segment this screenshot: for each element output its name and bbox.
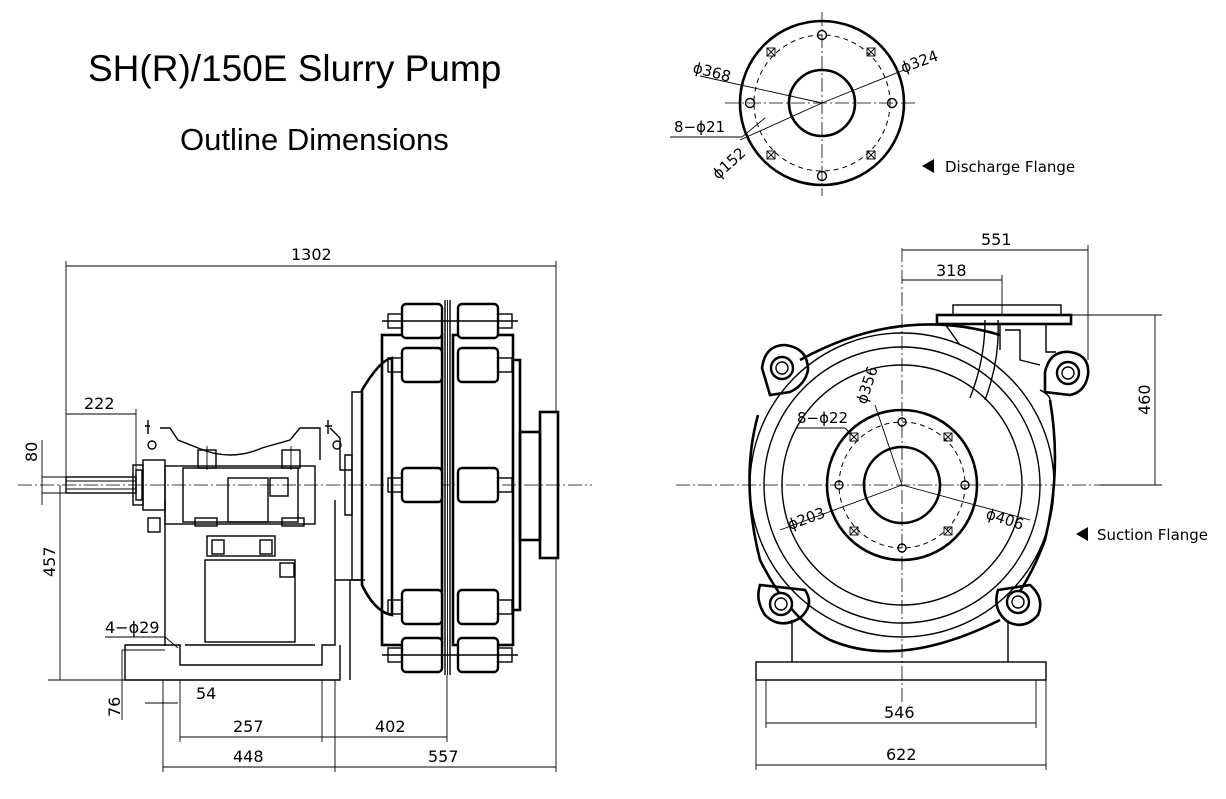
dim-4-29: 4−ϕ29 (105, 618, 160, 637)
front-dimension-lines (755, 245, 1162, 770)
dim-318: 318 (936, 261, 967, 280)
suction-pcd-label: ϕ356 (853, 364, 882, 406)
dim-557: 557 (428, 747, 459, 766)
discharge-flange-label: Discharge Flange (945, 158, 1075, 176)
front-dimension-texts: 551 318 460 ϕ356 8−ϕ22 ϕ203 ϕ406 546 622 (785, 230, 1154, 764)
dim-546: 546 (884, 703, 915, 722)
page-subtitle: Outline Dimensions (180, 122, 449, 157)
front-view: 551 318 460 ϕ356 8−ϕ22 ϕ203 ϕ406 546 622… (676, 230, 1208, 770)
dim-402: 402 (375, 717, 406, 736)
side-dimension-texts: 1302 222 80 457 4−ϕ29 76 54 257 402 448 … (22, 245, 459, 766)
dim-54: 54 (196, 684, 216, 703)
dim-460: 460 (1135, 384, 1154, 415)
dim-551: 551 (981, 230, 1012, 249)
front-base (755, 620, 1047, 681)
dim-622: 622 (886, 745, 917, 764)
discharge-od-label: ϕ368 (691, 58, 733, 85)
suction-arrow-icon (1076, 527, 1088, 541)
front-leaders (779, 404, 1031, 531)
suction-flange-label: Suction Flange (1097, 526, 1208, 544)
suction-bolt-holes (834, 417, 970, 553)
front-discharge-nozzle (935, 304, 1073, 366)
discharge-flange-view: ϕ368 ϕ324 8−ϕ21 ϕ152 Discharge Flange (670, 12, 1075, 196)
suction-bolts-label: 8−ϕ22 (797, 409, 848, 427)
side-dimension-lines (41, 261, 557, 772)
bearing-assembly (132, 420, 352, 557)
dim-222: 222 (84, 394, 115, 413)
dim-76: 76 (105, 697, 124, 717)
dim-448: 448 (233, 747, 264, 766)
pedestal-frame (124, 500, 365, 681)
discharge-bolt-holes (744, 29, 898, 182)
page-title: SH(R)/150E Slurry Pump (88, 48, 502, 89)
casing-bolts (382, 302, 518, 674)
discharge-bore-label: ϕ152 (709, 144, 750, 183)
pump-casing (344, 300, 560, 675)
suction-bore-label: ϕ203 (785, 504, 827, 534)
dim-80: 80 (22, 442, 41, 462)
lifting-lugs (757, 343, 1090, 627)
discharge-bolts-label: 8−ϕ21 (674, 118, 725, 136)
discharge-pcd-label: ϕ324 (898, 47, 940, 77)
side-view: 1302 222 80 457 4−ϕ29 76 54 257 402 448 … (18, 245, 592, 772)
discharge-arrow-icon (922, 159, 934, 173)
dim-457: 457 (40, 546, 59, 577)
discharge-flange-dimensions: ϕ368 ϕ324 8−ϕ21 ϕ152 (674, 47, 941, 183)
dim-1302: 1302 (291, 245, 332, 264)
dim-257: 257 (233, 717, 264, 736)
